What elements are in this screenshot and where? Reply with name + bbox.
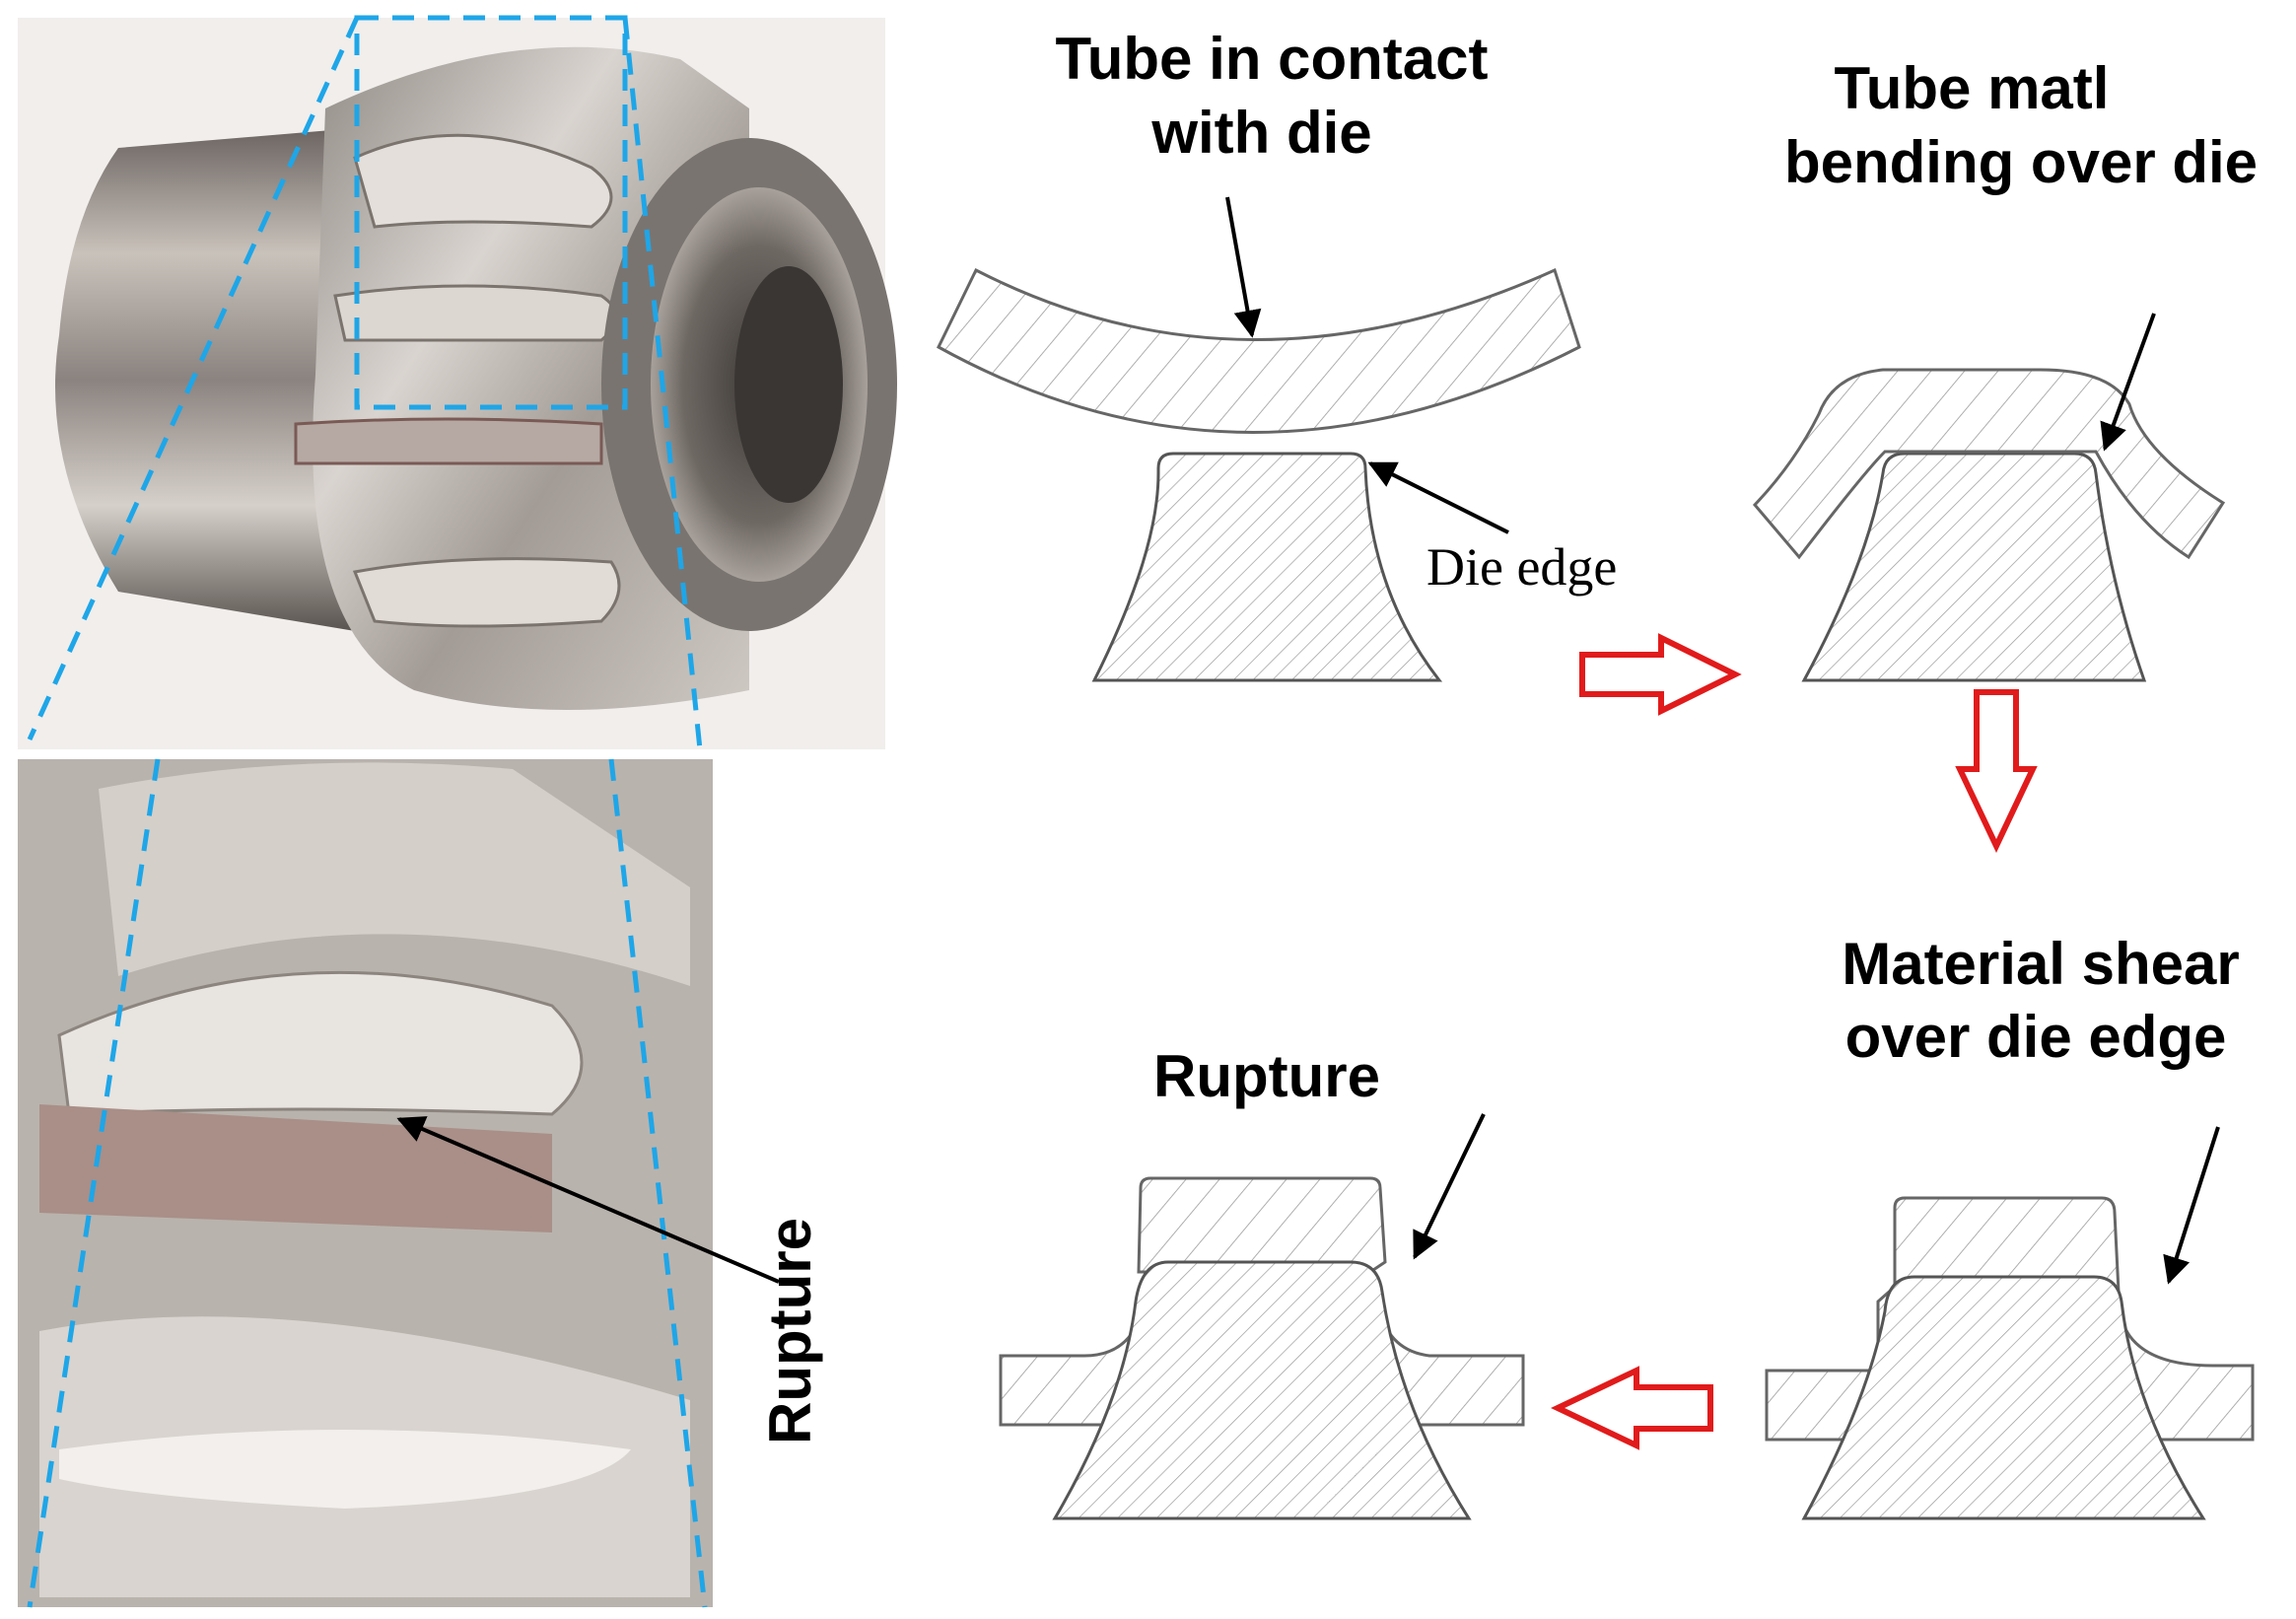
- die-3: [1801, 1275, 2206, 1520]
- contact-label-line1: Tube in contact: [1056, 26, 1489, 92]
- bending-label-line1: Tube matl: [1835, 55, 2110, 121]
- contact-pointer: [1225, 196, 1262, 338]
- flow-arrow-down: [1955, 689, 2038, 853]
- part-photo: [18, 18, 897, 749]
- rupture-stage-pointer: [1413, 1113, 1486, 1260]
- shear-pointer: [2163, 1126, 2220, 1285]
- stage-contact: Tube in contact with die Die edge: [937, 26, 1617, 682]
- stage-rupture: Rupture: [999, 1043, 1525, 1520]
- die-2: [1801, 452, 2147, 682]
- bending-pointer: [2100, 313, 2156, 452]
- rupture-stage-label: Rupture: [1153, 1043, 1380, 1109]
- closeup-photo: [18, 759, 713, 1607]
- tube-4-top: [1137, 1176, 1387, 1274]
- shear-label-line2: over die edge: [1845, 1004, 2227, 1070]
- bending-label-line2: bending over die: [1784, 129, 2258, 195]
- die-edge-label: Die edge: [1426, 537, 1617, 597]
- stage-bending: Tube matl bending over die: [1752, 55, 2258, 682]
- photo-rupture-label: Rupture: [757, 1218, 823, 1444]
- photo-rupture-pointer: [396, 1116, 780, 1284]
- zoom-guides: [27, 15, 708, 1608]
- flow-arrow-right: [1579, 633, 1742, 716]
- tube-2: [1752, 368, 2226, 560]
- stage-shear: Material shear over die edge: [1765, 931, 2255, 1520]
- flow-arrow-left: [1551, 1366, 1713, 1450]
- contact-label-line2: with die: [1150, 100, 1371, 166]
- die-1: [1091, 452, 1443, 682]
- shear-label-line1: Material shear: [1842, 931, 2240, 997]
- tube-1: [937, 267, 1581, 434]
- die-edge-pointer: [1367, 461, 1509, 534]
- die-4: [1052, 1260, 1472, 1520]
